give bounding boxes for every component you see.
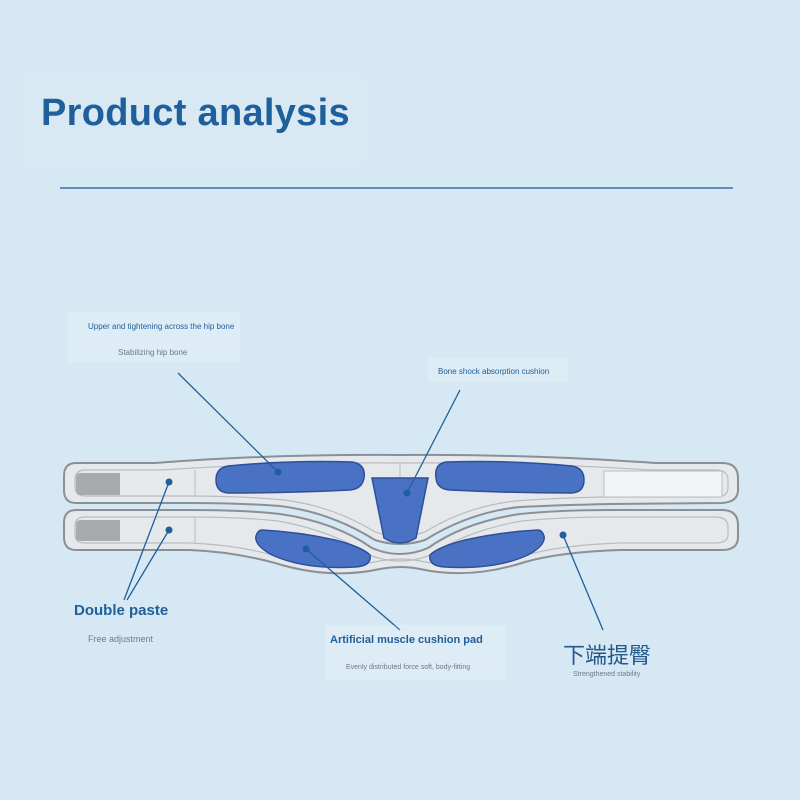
callout-line-bone-shock — [406, 389, 461, 494]
callout-lines — [123, 372, 604, 631]
title-panel — [22, 74, 364, 164]
lower-lift-sublabel: Strengthened stability — [573, 671, 641, 678]
callout-line-double-paste-lower — [126, 529, 170, 601]
page-title: Product analysis — [41, 92, 350, 134]
bone-shock-cushion — [371, 477, 429, 544]
upper-right-pad — [434, 460, 585, 494]
title-divider — [60, 187, 733, 189]
cushion-pads — [215, 460, 585, 569]
double-paste-sublabel: Free adjustment — [88, 634, 154, 644]
lower-left-pad — [255, 529, 371, 569]
muscle-pad-sublabel: Evenly distributed force soft, body-fitt… — [346, 664, 471, 671]
muscle-pad-tag — [325, 625, 505, 680]
callout-dots — [165, 468, 567, 553]
lower-strap-inner — [74, 516, 729, 567]
callout-line-double-paste-upper — [123, 481, 170, 601]
upper-left-pad — [215, 460, 365, 494]
lower-right-pad — [429, 529, 545, 569]
lower-strap — [63, 509, 739, 575]
callout-line-muscle-pad — [305, 548, 401, 631]
upper-strap-tag — [68, 312, 240, 362]
callout-dot — [403, 489, 411, 497]
muscle-pad-label: Artificial muscle cushion pad — [330, 634, 483, 646]
callout-dot — [274, 468, 282, 476]
lower-end-tab — [76, 520, 120, 541]
bone-shock-tag — [428, 358, 568, 382]
callout-line-lower-lift — [562, 534, 604, 631]
upper-velcro-zone — [603, 470, 723, 498]
callout-dot — [302, 545, 310, 553]
callout-line-upper-strap — [177, 372, 279, 473]
double-paste-label: Double paste — [74, 602, 169, 619]
upper-strap-sublabel: Stabilizing hip bone — [118, 348, 188, 357]
lower-strap-outline — [63, 509, 739, 575]
upper-strap-label: Upper and tightening across the hip bone — [88, 322, 235, 331]
upper-end-tab — [76, 473, 120, 495]
bone-shock-label: Bone shock absorption cushion — [438, 367, 550, 376]
callout-dot — [559, 531, 567, 539]
callout-dot — [165, 526, 173, 534]
callout-dot — [165, 478, 173, 486]
lower-lift-label: 下端提臀 — [563, 644, 652, 669]
